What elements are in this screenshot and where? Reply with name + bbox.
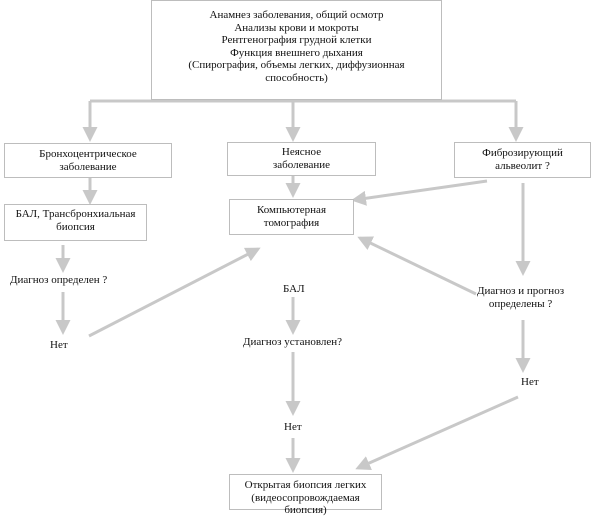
initial-evaluation-box: Анамнез заболевания, общий осмотр Анализ… [151,0,442,100]
arrow-right-box1-to-ct [351,179,488,206]
arrow-left-no-to-ct [88,247,261,338]
center-bal-label: БАЛ [283,283,305,295]
fibrosing-alveolitis-box: Фиброзирующий альвеолит ? [454,142,591,178]
bronchocentric-disease-box: Бронхоцентрическое заболевание [4,143,172,178]
center-diagnosis-question: Диагноз установлен? [243,336,343,348]
center-no-label: Нет [284,421,302,433]
open-lung-biopsy-box: Открытая биопсия легких (видеосопровожда… [229,474,382,516]
left-diagnosis-question: Диагноз определен ? [10,274,108,286]
right-no-label: Нет [521,376,539,388]
bal-transbronchial-biopsy-box: БАЛ, Трансбронхиальная биопсия [4,204,147,241]
unclear-disease-box: Неясное заболевание [227,142,376,176]
left-no-label: Нет [50,339,68,351]
arrow-right-question-to-ct [357,236,477,296]
right-diagnosis-question: Диагноз и прогноз определены ? [477,285,565,310]
computed-tomography-box: Компьютерная томография [229,199,354,235]
arrow-right-no-to-bottom [355,395,519,470]
